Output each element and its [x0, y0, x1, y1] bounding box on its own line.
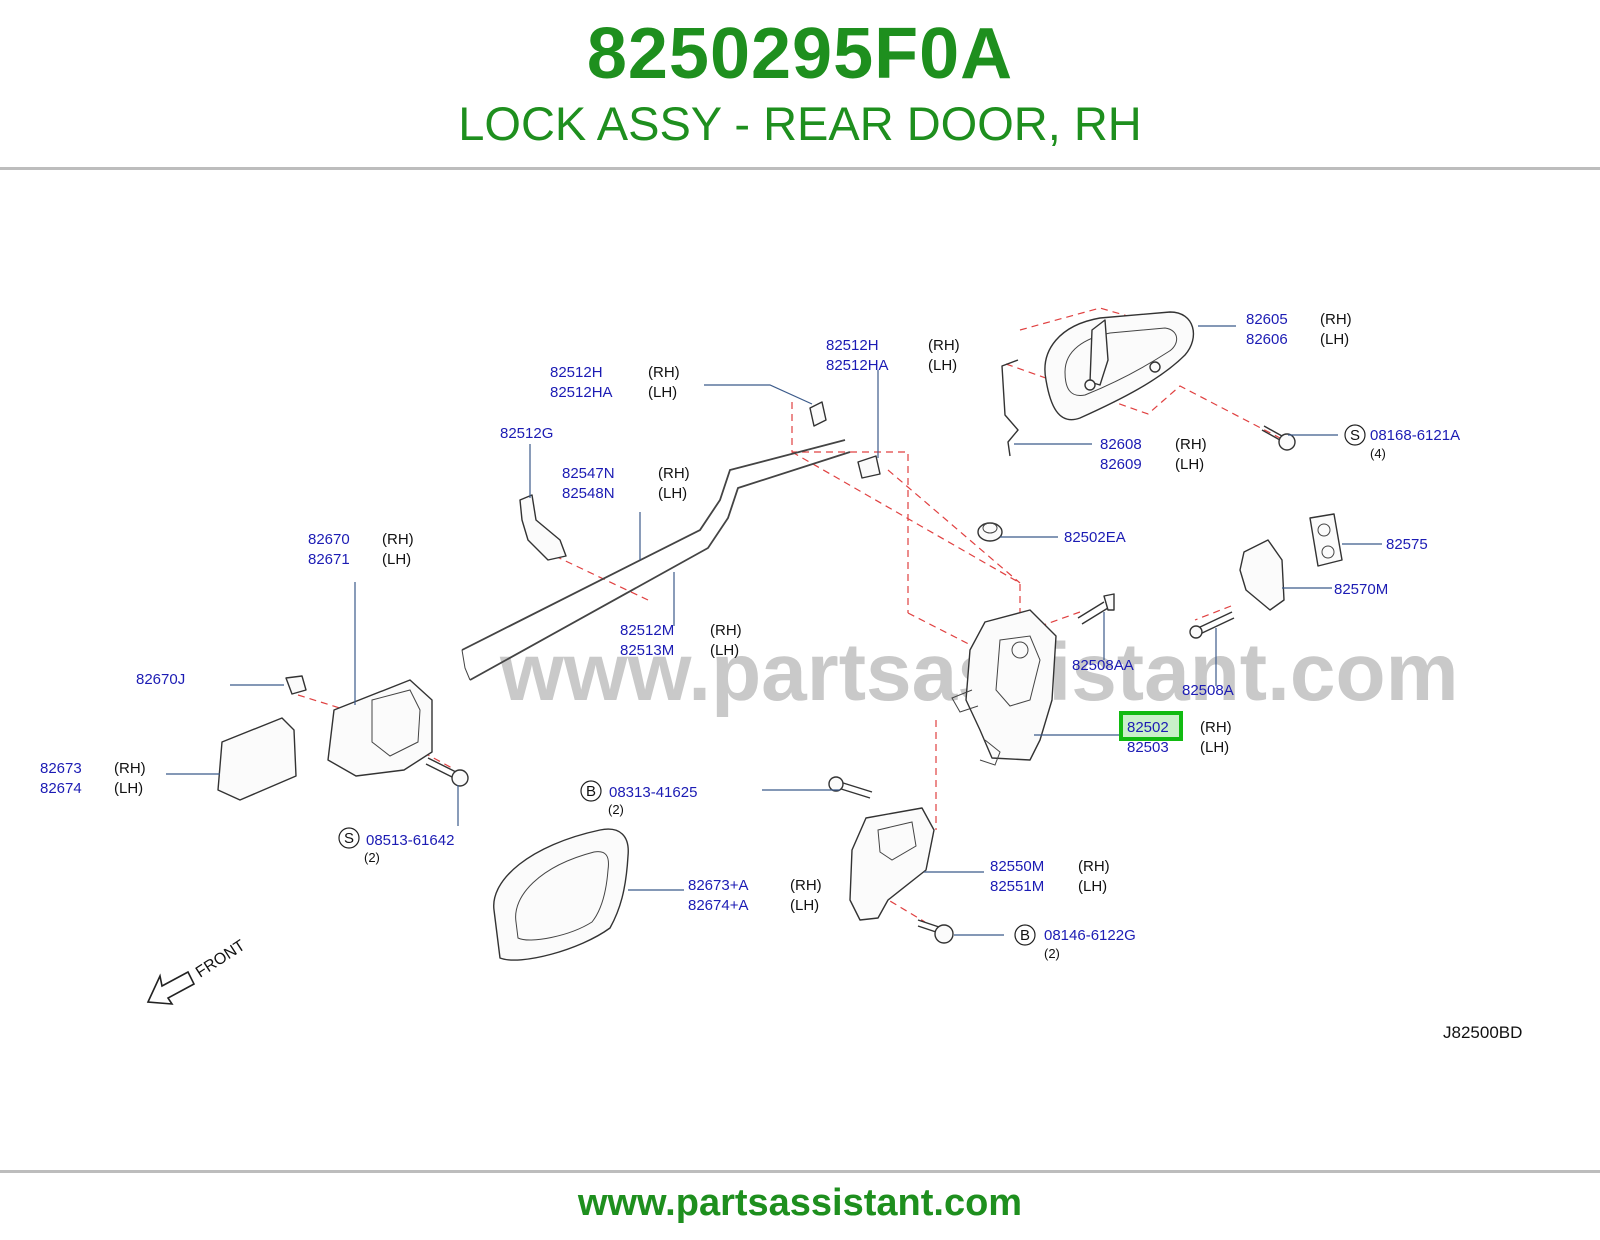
callout-82512M[interactable]: 82512M [620, 622, 674, 639]
callout-82512H-left[interactable]: 82512H [550, 364, 603, 381]
side-rh: (RH) [1078, 858, 1110, 875]
qty-08513: (2) [364, 850, 380, 865]
rod-clip-lower-drawing [857, 455, 881, 479]
callout-08513-61642[interactable]: 08513-61642 [366, 832, 454, 849]
side-lh: (LH) [1320, 331, 1349, 348]
callout-82673[interactable]: 82673 [40, 760, 82, 777]
grommet-drawing [977, 522, 1003, 542]
clip-82670J-drawing [285, 675, 307, 695]
handle-bezel-drawing [493, 828, 629, 961]
rod-holder-drawing [519, 494, 567, 561]
side-lh: (LH) [382, 551, 411, 568]
side-lh: (LH) [114, 780, 143, 797]
side-rh: (RH) [790, 877, 822, 894]
side-lh: (LH) [658, 485, 687, 502]
circle-markers [338, 424, 1366, 946]
callout-82508AA[interactable]: 82508AA [1072, 657, 1134, 674]
callout-82670[interactable]: 82670 [308, 531, 350, 548]
handle-rod-drawing [1001, 359, 1019, 457]
callout-82670J[interactable]: 82670J [136, 671, 185, 688]
long-rod-drawing [461, 439, 851, 681]
footer-url[interactable]: www.partsassistant.com [577, 1182, 1023, 1224]
side-lh: (LH) [790, 897, 819, 914]
side-rh: (RH) [114, 760, 146, 777]
callout-82503[interactable]: 82503 [1127, 739, 1169, 756]
qty-08313: (2) [608, 802, 624, 817]
header: 8250295F0A LOCK ASSY - REAR DOOR, RH [0, 0, 1600, 168]
front-label: FRONT [193, 937, 249, 981]
side-rh: (RH) [928, 337, 960, 354]
callout-82570M[interactable]: 82570M [1334, 581, 1388, 598]
side-rh: (RH) [658, 465, 690, 482]
marker-s-08513: S [344, 830, 354, 847]
side-lh: (LH) [1078, 878, 1107, 895]
footer-divider [0, 1170, 1600, 1173]
callout-82608[interactable]: 82608 [1100, 436, 1142, 453]
marker-b-08146: B [1020, 927, 1030, 944]
header-divider [0, 167, 1600, 170]
leader-lines [166, 325, 1382, 936]
side-lh: (LH) [1200, 739, 1229, 756]
callout-82674[interactable]: 82674 [40, 780, 82, 797]
callout-82605[interactable]: 82605 [1246, 311, 1288, 328]
callout-82671[interactable]: 82671 [308, 551, 350, 568]
screw-08513-drawing [425, 757, 469, 787]
handle-bolt-drawing [1261, 425, 1296, 451]
callout-82502[interactable]: 82502 [1127, 719, 1169, 736]
side-rh: (RH) [1320, 311, 1352, 328]
side-rh: (RH) [1175, 436, 1207, 453]
callout-82512H-right[interactable]: 82512H [826, 337, 879, 354]
callout-82575[interactable]: 82575 [1386, 536, 1428, 553]
side-lh: (LH) [648, 384, 677, 401]
inside-handle-drawing [327, 679, 433, 777]
lock-actuator-bracket-drawing [849, 807, 935, 921]
callout-82513M[interactable]: 82513M [620, 642, 674, 659]
door-lock-assy-drawing [951, 609, 1057, 766]
bracket-drawing [1239, 539, 1285, 611]
callout-labels: 82605 (RH) 82606 (LH) 82512H (RH) 82512H… [40, 311, 1522, 1042]
front-arrow: FRONT [146, 937, 249, 1005]
callout-82502EA[interactable]: 82502EA [1064, 529, 1126, 546]
callout-82551M[interactable]: 82551M [990, 878, 1044, 895]
callout-08146-6122G[interactable]: 08146-6122G [1044, 927, 1136, 944]
assembly-dashed-lines [297, 307, 1281, 923]
screw-82508AA-drawing [1077, 593, 1115, 625]
callout-08313-41625[interactable]: 08313-41625 [609, 784, 697, 801]
bolt-08146-drawing [917, 919, 954, 944]
qty-08146: (2) [1044, 946, 1060, 961]
callout-82609[interactable]: 82609 [1100, 456, 1142, 473]
callout-82512HA-right[interactable]: 82512HA [826, 357, 889, 374]
side-lh: (LH) [1175, 456, 1204, 473]
callout-82674A[interactable]: 82674+A [688, 897, 748, 914]
highlight-box [1119, 711, 1183, 741]
screw-82508A-drawing [1189, 611, 1235, 639]
gasket-drawing [1309, 513, 1343, 567]
escutcheon-drawing [217, 717, 297, 801]
rod-clip-upper-drawing [809, 401, 827, 427]
callout-82512G[interactable]: 82512G [500, 425, 553, 442]
callout-82673A[interactable]: 82673+A [688, 877, 748, 894]
side-lh: (LH) [928, 357, 957, 374]
callout-82547N[interactable]: 82547N [562, 465, 615, 482]
callout-82508A[interactable]: 82508A [1182, 682, 1234, 699]
callout-08168-6121A[interactable]: 08168-6121A [1370, 427, 1460, 444]
screw-08313-drawing [828, 776, 873, 799]
marker-s-08168: S [1350, 427, 1360, 444]
qty-08168: (4) [1370, 446, 1386, 461]
diagram-code: J82500BD [1443, 1023, 1522, 1042]
side-rh: (RH) [648, 364, 680, 381]
outside-handle-drawing [1044, 311, 1195, 421]
callout-82606[interactable]: 82606 [1246, 331, 1288, 348]
side-rh: (RH) [1200, 719, 1232, 736]
callout-82512HA-left[interactable]: 82512HA [550, 384, 613, 401]
part-number-title: 8250295F0A [586, 14, 1014, 94]
callout-82548N[interactable]: 82548N [562, 485, 615, 502]
side-lh: (LH) [710, 642, 739, 659]
marker-b-08313: B [586, 783, 596, 800]
side-rh: (RH) [710, 622, 742, 639]
part-name-subtitle: LOCK ASSY - REAR DOOR, RH [458, 97, 1142, 150]
side-rh: (RH) [382, 531, 414, 548]
callout-82550M[interactable]: 82550M [990, 858, 1044, 875]
